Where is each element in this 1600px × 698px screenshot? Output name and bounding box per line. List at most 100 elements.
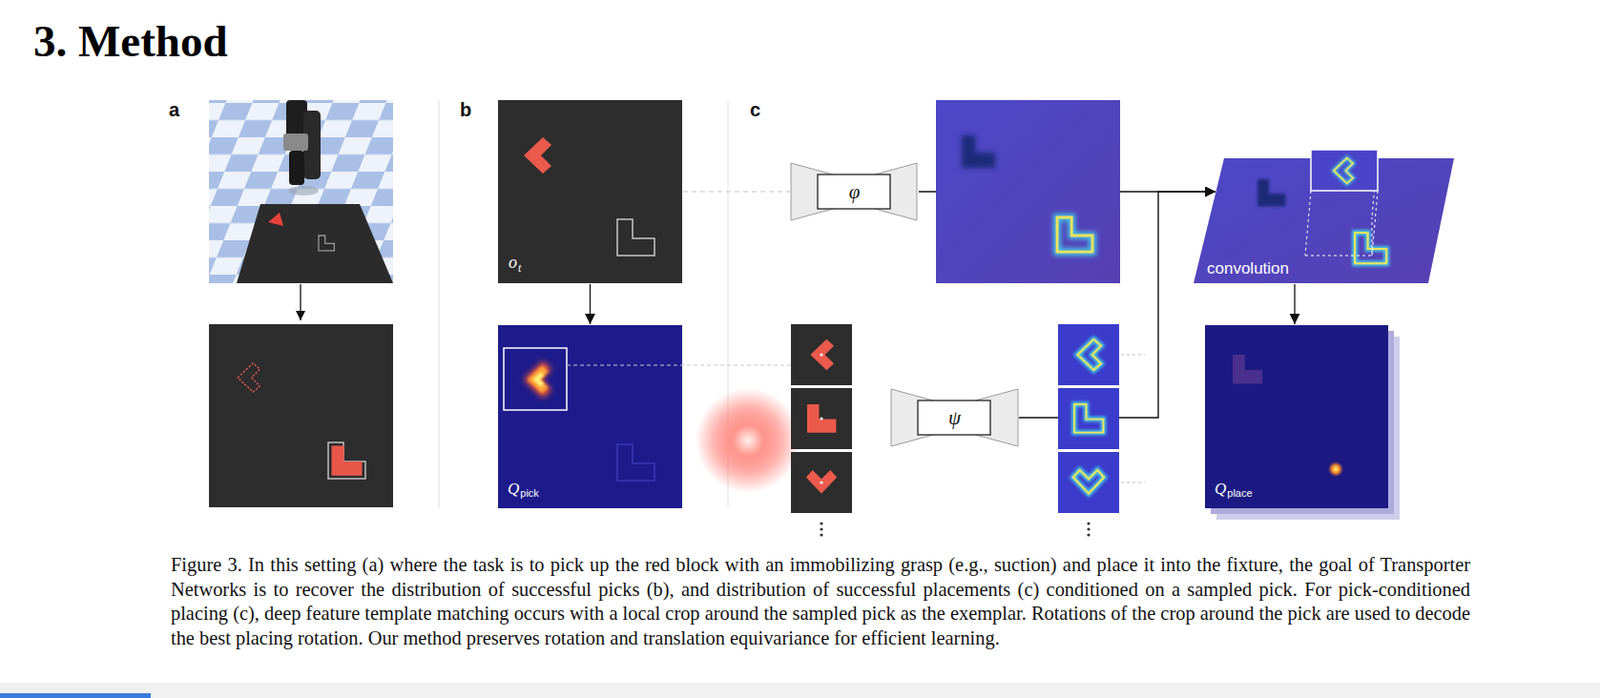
rotated-crops-part — [790, 324, 852, 386]
crop-features-part — [1073, 470, 1104, 495]
crop-features-part — [1058, 324, 1120, 386]
encoder-decoder-psi-part — [917, 400, 991, 436]
rotated-crops-part — [790, 388, 852, 450]
sim-scene-part — [289, 150, 305, 186]
pick-heatmap-part — [617, 444, 655, 481]
video-progress-bar — [0, 683, 1600, 698]
crop-features-part — [1077, 339, 1102, 371]
place-heatmap-part — [1205, 325, 1389, 509]
sim-scene-part — [268, 212, 284, 227]
flow-arrow — [299, 284, 301, 321]
rotated-crops-part — [819, 416, 823, 420]
goal-panel-part — [328, 442, 366, 479]
ellipsis-dots-part — [819, 527, 823, 531]
heatmap-panel: Qpick — [498, 325, 683, 509]
crop-features-part — [1058, 388, 1120, 450]
subscript-text: place — [1226, 487, 1252, 499]
node-text: φ — [849, 180, 861, 205]
crop-features-part — [1077, 339, 1102, 371]
sim-scene-part — [208, 100, 394, 284]
sim-scene-part — [283, 133, 309, 151]
heatmap-panel: Qplace — [1205, 325, 1389, 509]
crop-leaders — [1121, 354, 1145, 483]
sim-scene-part — [318, 235, 334, 251]
section-title: 3. Method — [33, 15, 229, 67]
goal-panel-part — [208, 324, 394, 508]
node-text: Q — [1214, 479, 1226, 499]
observation-image-part — [523, 137, 552, 174]
convolution-plane-part — [1305, 190, 1311, 256]
sim-scene-part — [208, 100, 394, 284]
crop-leaders-part — [1121, 482, 1145, 484]
feature-map-part — [1057, 217, 1093, 252]
feature-map-part — [935, 100, 1121, 284]
rotated-crops — [790, 324, 852, 514]
ellipsis-dots-part — [819, 521, 823, 525]
encoder-decoder-psi-part — [891, 389, 1019, 447]
convolution-plane-part — [1310, 149, 1378, 191]
ellipsis-dots-part — [1086, 527, 1090, 531]
encoder-decoder-psi — [891, 389, 1019, 447]
rotated-crops-part — [790, 452, 852, 514]
pick-heatmap — [498, 325, 683, 509]
connector-arrow — [1293, 284, 1295, 325]
observation-image — [498, 100, 683, 284]
panel-letter: b — [459, 99, 472, 122]
convolution-plane-part — [1257, 179, 1286, 208]
crop-leader — [566, 364, 791, 366]
rotated-crops-part — [819, 480, 823, 484]
rotated-crops-part — [806, 470, 837, 495]
rotated-crops-part — [807, 404, 836, 434]
rotated-crops-part — [810, 339, 834, 371]
video-progress-bar-part — [0, 683, 1600, 698]
ellipsis-dots — [819, 521, 1090, 537]
convolution-plane-part — [1371, 190, 1378, 256]
goal-panel-part — [237, 363, 260, 393]
sim-scene-part — [288, 186, 319, 196]
node-text: Q — [507, 479, 520, 499]
observation-image-part — [617, 219, 655, 256]
feature-map-part — [1057, 217, 1093, 252]
observation-panel: ot — [498, 100, 683, 284]
encoder-decoder-phi — [790, 163, 917, 221]
subscript-text: pick — [519, 487, 540, 499]
ellipsis-dots-part — [1086, 533, 1090, 537]
goal-panel-part — [332, 446, 363, 477]
convolution-plane-part — [1333, 158, 1353, 185]
goal-panel — [208, 324, 394, 508]
convolution-plane-part — [1354, 232, 1387, 264]
pick-heatmap-part — [523, 361, 552, 398]
convolution-plane — [1193, 149, 1455, 284]
sim-scene — [208, 100, 394, 284]
node-text: ψ — [948, 406, 961, 431]
subscript-text: t — [518, 261, 521, 276]
panel-letter: c — [749, 99, 761, 122]
encoder-decoder-phi-part — [817, 174, 891, 209]
connector-arrow — [589, 284, 591, 325]
place-heatmap — [1205, 325, 1400, 520]
crop-features-part — [1074, 404, 1103, 434]
network-block: ψ — [891, 389, 1019, 447]
place-heatmap-part — [1328, 461, 1344, 478]
convolution-plane: convolution — [1193, 158, 1455, 284]
sim-scene-part — [236, 204, 394, 284]
panel-separators — [438, 100, 728, 509]
figure-caption: Figure 3. In this setting (a) where the … — [170, 553, 1471, 652]
pick-heatmap-part — [527, 366, 549, 395]
pick-heatmap-part — [533, 372, 545, 387]
convolution-plane-part — [1305, 217, 1372, 256]
video-progress-bar-part — [0, 693, 151, 698]
crop-features — [1058, 324, 1120, 514]
panel-separators-part — [438, 100, 440, 509]
convolution-plane-part — [1354, 232, 1387, 264]
rotated-crops-part — [819, 353, 823, 356]
cursor-highlight — [695, 388, 801, 494]
node-text: convolution — [1206, 259, 1289, 279]
crop-features-part — [1074, 404, 1103, 434]
feature-map-part — [961, 135, 996, 168]
pick-heatmap-part — [498, 325, 683, 509]
node-text: o — [508, 252, 518, 273]
observation-image-part — [498, 100, 683, 284]
convolution-plane-part — [1333, 158, 1353, 185]
